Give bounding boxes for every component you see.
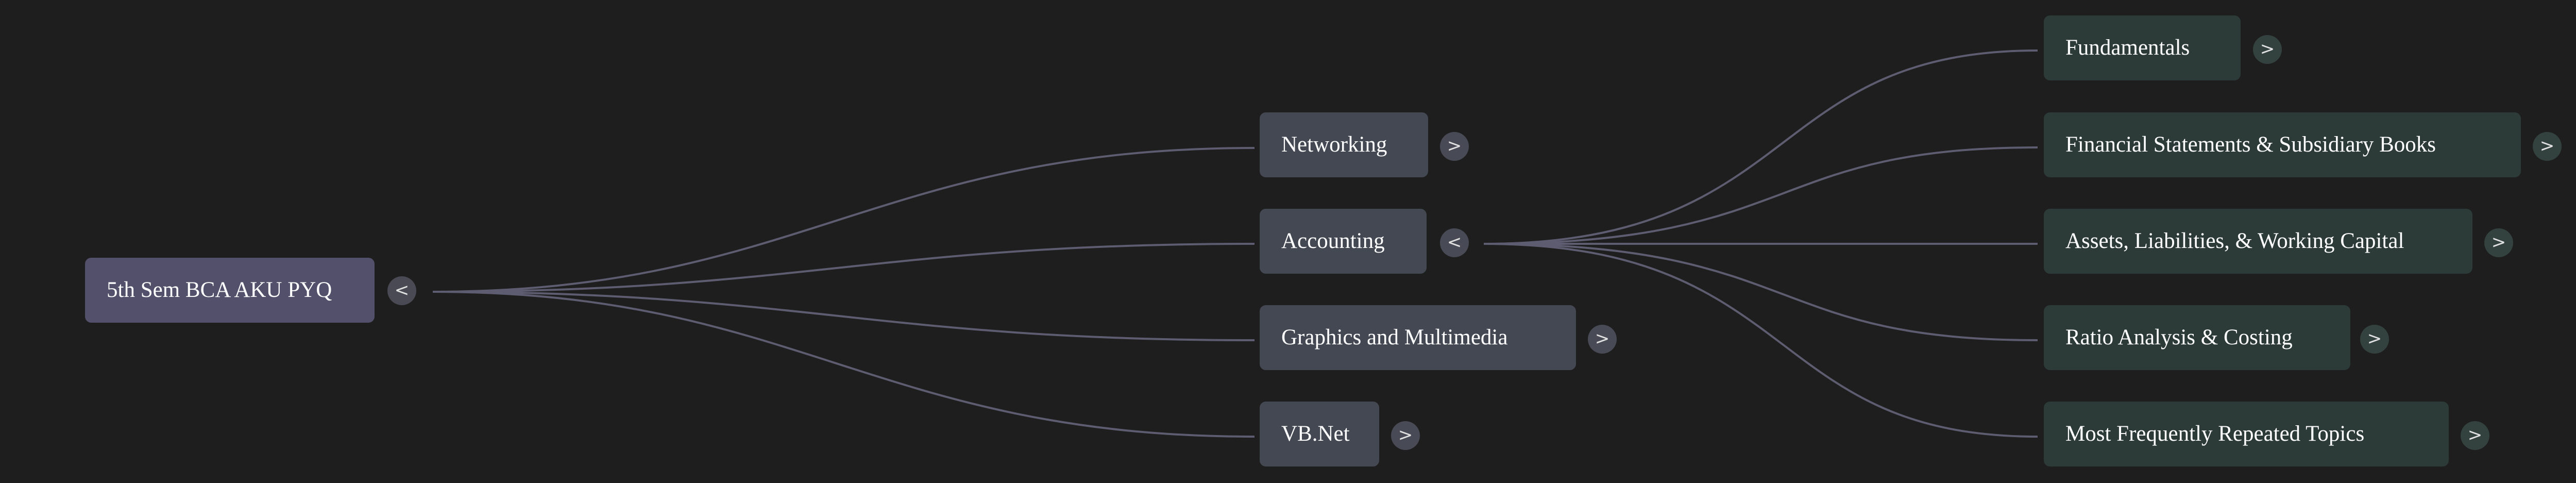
topic-node-fundamentals[interactable]: Fundamentals — [2044, 15, 2241, 80]
ratio-analysis-expand-toggle[interactable]: > — [2360, 325, 2389, 354]
accounting-collapse-toggle[interactable]: < — [1440, 228, 1469, 257]
networking-expand-toggle[interactable]: > — [1440, 132, 1469, 161]
edge-accounting-ratio — [1483, 243, 2038, 341]
topic-node-assets-liabilities[interactable]: Assets, Liabilities, & Working Capital — [2044, 209, 2472, 274]
subject-node-graphics-and-multimedia[interactable]: Graphics and Multimedia — [1260, 305, 1576, 370]
topic-node-financial-statements[interactable]: Financial Statements & Subsidiary Books — [2044, 112, 2521, 177]
edge-root-vbnet — [432, 291, 1255, 438]
vbnet-expand-toggle[interactable]: > — [1391, 421, 1420, 450]
edge-accounting-financial — [1483, 146, 2038, 245]
topic-node-ratio-analysis[interactable]: Ratio Analysis & Costing — [2044, 305, 2350, 370]
root-collapse-toggle[interactable]: < — [387, 276, 416, 305]
edge-root-accounting — [432, 243, 1255, 293]
subject-node-accounting[interactable]: Accounting — [1260, 209, 1427, 274]
edge-root-graphics — [432, 291, 1255, 341]
financial-statements-expand-toggle[interactable]: > — [2533, 132, 2562, 161]
subject-node-networking[interactable]: Networking — [1260, 112, 1428, 177]
edge-accounting-frequent — [1483, 243, 2038, 438]
graphics-expand-toggle[interactable]: > — [1588, 325, 1617, 354]
edge-root-networking — [432, 147, 1255, 293]
subject-node-vb-net[interactable]: VB.Net — [1260, 402, 1379, 467]
root-node-5th-sem-bca-aku-pyq[interactable]: 5th Sem BCA AKU PYQ — [85, 258, 375, 323]
topic-node-most-frequently-repeated[interactable]: Most Frequently Repeated Topics — [2044, 402, 2449, 467]
assets-liabilities-expand-toggle[interactable]: > — [2484, 228, 2513, 257]
edge-accounting-fundamentals — [1483, 49, 2038, 245]
fundamentals-expand-toggle[interactable]: > — [2253, 35, 2282, 64]
frequent-topics-expand-toggle[interactable]: > — [2461, 421, 2489, 450]
